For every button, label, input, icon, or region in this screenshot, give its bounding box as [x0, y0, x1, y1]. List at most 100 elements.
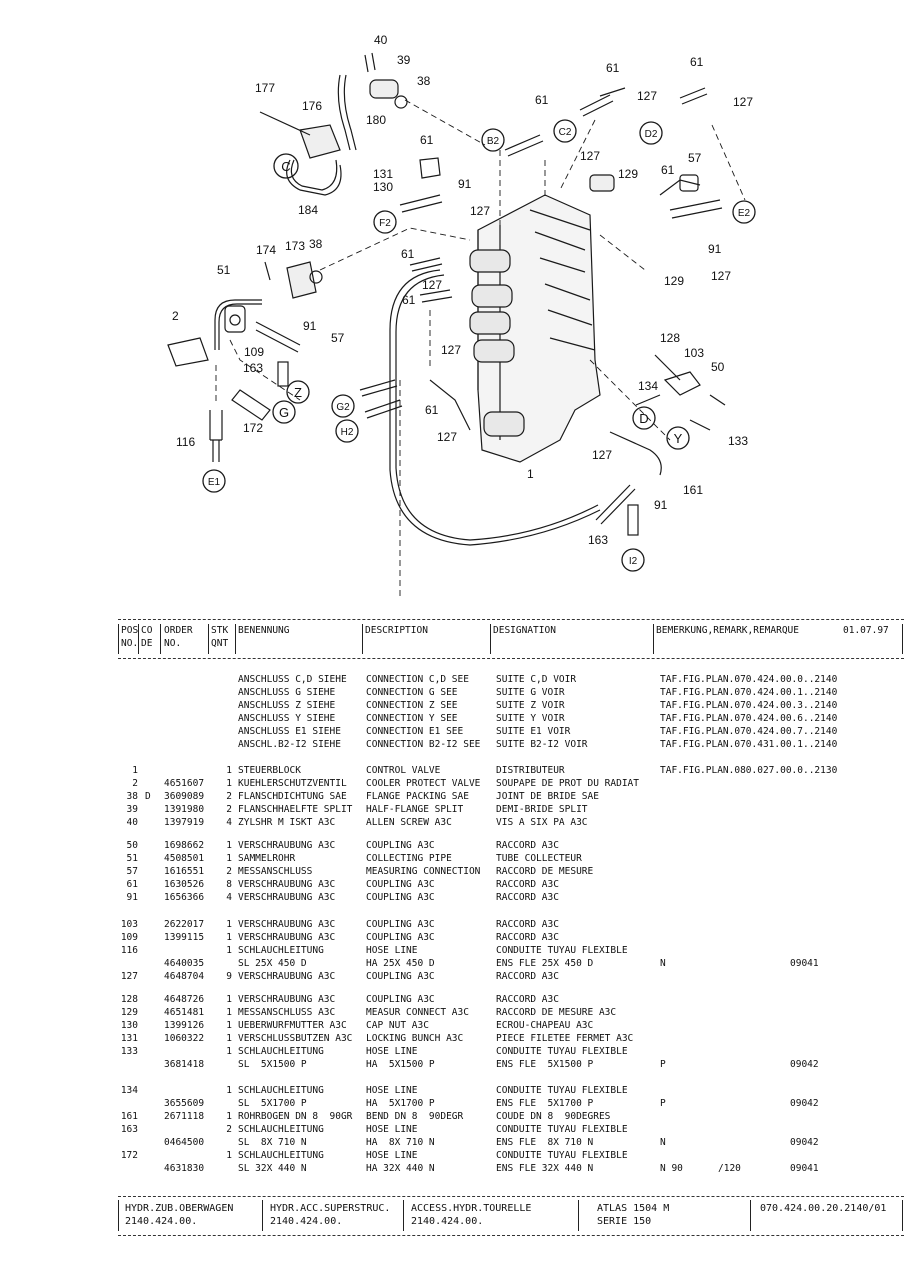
cell-de: VERSCHRAUBUNG A3C — [238, 971, 336, 982]
cell-de: VERSCHRAUBUNG A3C — [238, 892, 336, 903]
cell-de: VERSCHRAUBUNG A3C — [238, 932, 336, 943]
cell-pos: 130 — [120, 1020, 138, 1031]
cell-en: COUPLING A3C — [366, 994, 435, 1005]
cell-en: HOSE LINE — [366, 1046, 418, 1057]
callout-174: 174 — [256, 243, 276, 257]
col-header-benennung: BENENNUNG — [238, 625, 290, 636]
callout-131: 131 — [373, 167, 393, 181]
cell-de: ANSCHLUSS Y SIEHE — [238, 713, 336, 724]
callout-40: 40 — [374, 33, 388, 47]
cell-fr: COUDE DN 8 90DEGRES — [496, 1111, 611, 1122]
cell-de: VERSCHRAUBUNG A3C — [238, 879, 336, 890]
cell-r1: TAF.FIG.PLAN.070.424.00.1..2140 — [660, 687, 838, 698]
cell-en: HA 25X 450 D — [366, 958, 435, 969]
footer-divider — [262, 1200, 263, 1231]
cell-pos: 39 — [126, 804, 138, 815]
cell-r1: TAF.FIG.PLAN.070.424.00.0..2140 — [660, 674, 838, 685]
callout-57: 57 — [331, 331, 345, 345]
footer-english-title: HYDR.ACC.SUPERSTRUC.2140.424.00. — [270, 1203, 391, 1227]
cell-fr: RACCORD A3C — [496, 932, 559, 943]
cell-de: SCHLAUCHLEITUNG — [238, 1150, 324, 1161]
cell-fr: RACCORD A3C — [496, 994, 559, 1005]
callout-163: 163 — [588, 533, 608, 547]
cell-order: 4648726 — [164, 994, 205, 1005]
cell-qty: 1 — [226, 932, 232, 943]
callout-51: 51 — [217, 263, 231, 277]
cell-r3: 09042 — [790, 1098, 819, 1109]
cell-en: ALLEN SCREW A3C — [366, 817, 452, 828]
header-divider — [490, 624, 491, 654]
callout-127: 127 — [422, 278, 442, 292]
exploded-parts-diagram: 40 39 38 177 176 180 184 61 131 130 91 1… — [167, 33, 756, 600]
cell-qty: 1 — [226, 1020, 232, 1031]
cell-de: ANSCHLUSS C,D SIEHE — [238, 674, 347, 685]
cell-en: CONNECTION E1 SEE — [366, 726, 464, 737]
cell-fr: SUITE Z VOIR — [496, 700, 565, 711]
cell-qty: 2 — [226, 804, 232, 815]
header-divider — [160, 624, 161, 654]
callout-180: 180 — [366, 113, 386, 127]
cell-en: LOCKING BUNCH A3C — [366, 1033, 464, 1044]
cell-order: 1698662 — [164, 840, 205, 851]
cell-de: SL 5X1700 P — [238, 1098, 307, 1109]
cell-de: SCHLAUCHLEITUNG — [238, 1046, 324, 1057]
cell-qty: 1 — [226, 778, 232, 789]
col-header-date: 01.07.97 — [843, 625, 889, 636]
cell-qty: 4 — [226, 817, 232, 828]
col-header-remark: BEMERKUNG,REMARK,REMARQUE — [656, 625, 799, 636]
table-top-rule — [118, 619, 904, 620]
valve-2 — [167, 337, 209, 367]
cell-qty: 2 — [226, 1124, 232, 1135]
cell-fr: PIECE FILETEE FERMET A3C — [496, 1033, 634, 1044]
header-border-left — [118, 624, 119, 654]
cell-de: SL 32X 440 N — [238, 1163, 307, 1174]
callout-161: 161 — [683, 483, 703, 497]
cell-en: CONNECTION B2-I2 SEE — [366, 739, 481, 750]
cell-order: 3609089 — [164, 791, 205, 802]
marker-g2: G2 — [336, 402, 350, 413]
footer-top-rule — [118, 1196, 904, 1197]
cell-de: FLANSCHHAELFTE SPLIT — [238, 804, 353, 815]
header-divider — [362, 624, 363, 654]
callout-91: 91 — [303, 319, 317, 333]
cell-order: 3681418 — [164, 1059, 205, 1070]
cell-fr: SUITE G VOIR — [496, 687, 565, 698]
callout-103: 103 — [684, 346, 704, 360]
cell-order: 1656366 — [164, 892, 205, 903]
cell-fr: CONDUITE TUYAU FLEXIBLE — [496, 1085, 628, 1096]
callout-129: 129 — [618, 167, 638, 181]
callout-116: 116 — [176, 435, 195, 449]
cell-qty: 1 — [226, 1150, 232, 1161]
cell-en: HA 8X 710 N — [366, 1137, 435, 1148]
cell-de: VERSCHRAUBUNG A3C — [238, 840, 336, 851]
cell-r1: TAF.FIG.PLAN.070.424.00.7..2140 — [660, 726, 838, 737]
table-header-rule — [118, 658, 904, 659]
header-divider — [138, 624, 139, 654]
cell-fr: RACCORD A3C — [496, 919, 559, 930]
cell-qty: 1 — [226, 1033, 232, 1044]
cell-pos: 134 — [120, 1085, 138, 1096]
footer-divider — [750, 1200, 751, 1231]
cell-r1: TAF.FIG.PLAN.070.424.00.3..2140 — [660, 700, 838, 711]
footer-bottom-rule — [118, 1235, 904, 1236]
callout-184: 184 — [298, 203, 318, 217]
cell-qty: 1 — [226, 840, 232, 851]
callout-133: 133 — [728, 434, 748, 448]
cell-fr: CONDUITE TUYAU FLEXIBLE — [496, 1124, 628, 1135]
cell-de: ANSCHLUSS Z SIEHE — [238, 700, 336, 711]
cell-pos: 1 — [132, 765, 138, 776]
